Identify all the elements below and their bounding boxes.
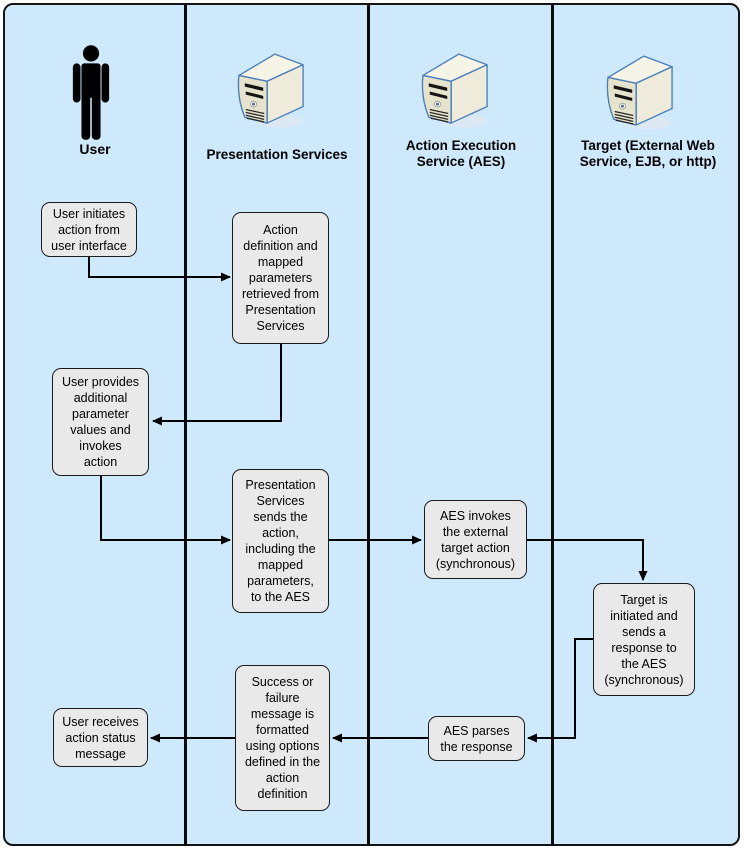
step-box-success-failure: Success or failure message is formatted … bbox=[235, 665, 330, 811]
lane-divider-3 bbox=[551, 5, 554, 846]
step-box-aes-invokes: AES invokes the external target action (… bbox=[424, 500, 527, 579]
step-box-ps-sends-action: Presentation Services sends the action, … bbox=[232, 469, 329, 613]
lane-label-user: User bbox=[79, 141, 111, 157]
person-icon bbox=[72, 45, 110, 140]
lane-label-target: Target (External Web Service, EJB, or ht… bbox=[579, 138, 717, 169]
lane-divider-1 bbox=[184, 5, 187, 846]
step-box-target-initiated: Target is initiated and sends a response… bbox=[593, 583, 695, 696]
lane-divider-2 bbox=[367, 5, 370, 846]
lane-label-presentation-services: Presentation Services bbox=[206, 147, 348, 162]
server-icon bbox=[237, 52, 305, 130]
server-icon bbox=[606, 54, 674, 132]
step-box-action-definition: Action definition and mapped parameters … bbox=[232, 212, 329, 344]
step-box-user-receives: User receives action status message bbox=[53, 708, 148, 767]
step-box-user-provides: User provides additional parameter value… bbox=[52, 368, 149, 476]
lane-label-aes: Action Execution Service (AES) bbox=[405, 138, 517, 169]
server-icon bbox=[421, 52, 489, 130]
step-box-user-initiates: User initiates action from user interfac… bbox=[41, 202, 137, 257]
step-box-aes-parses: AES parses the response bbox=[428, 716, 525, 761]
